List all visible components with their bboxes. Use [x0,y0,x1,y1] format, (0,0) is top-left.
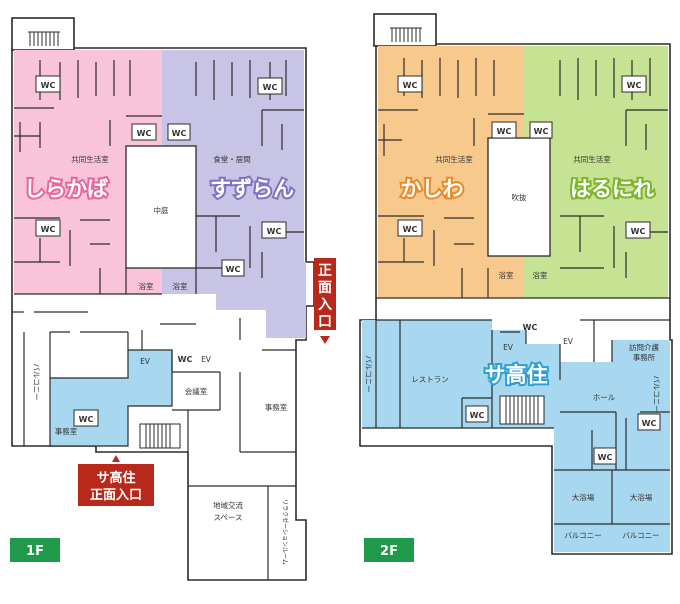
zone-suzuran-area [162,50,306,338]
room-bath-left: 浴室 [139,281,154,291]
wc-label: WC [79,415,94,424]
stair-top-1f [11,17,75,51]
wc-label: WC [631,227,646,236]
courtyard [125,145,197,269]
room-care-office-line2: 事務所 [633,352,656,362]
room-bath-right: 浴室 [533,270,548,280]
room-balcony: バルコニー [32,363,41,400]
wc-label: WC [497,127,512,136]
wc-label: WC [226,265,241,274]
ev-label: EV [140,357,151,366]
arrow-up-icon [112,455,120,462]
wc-label: WC [41,225,56,234]
room-common-living-right: 共同生活室 [573,154,611,164]
wc-label: WC [598,453,613,462]
room-care-office-line1: 訪問介護 [629,342,659,352]
main-entrance-char: 面 [318,280,332,296]
zone-label-suzuran: すずらん [210,177,294,201]
wc-label: WC [470,411,485,420]
stair-sakoju-1f [139,423,181,449]
ev-label: EV [201,355,212,364]
zone-label-sakoju: サ高住 [485,363,548,387]
room-big-bath-left: 大浴場 [572,492,595,502]
room-balcony-right: バルコニー [652,375,661,412]
wc-label: WC [172,129,187,138]
sakoju-entrance-line2: 正面入口 [90,488,142,503]
ev-label: EV [503,343,514,352]
wc-group-1f: WC WC WC WC WC WC WC WC [35,75,287,427]
floor-label-2f: 2F [380,544,398,559]
floor-tag-1f [10,538,60,562]
arrow-down-icon [320,336,330,344]
floor-label-1f: 1F [26,544,44,559]
zone-sakoju-2f [362,320,670,552]
room-balcony-bottom-right: バルコニー [622,531,659,540]
room-relaxation: リラクゼーションルーム [281,499,289,565]
zone-label-shirakaba: しらかば [24,177,108,201]
stair-top-2f [373,13,437,47]
room-balcony-left: バルコニー [364,355,373,392]
floor-tag-2f [364,538,414,562]
zone-label-harunire: はるにれ [570,177,654,201]
wc-label: WC [267,227,282,236]
room-community-line1: 地域交流 [213,500,243,510]
wc-label: WC [534,127,549,136]
wc-label: WC [137,129,152,138]
room-balcony-bottom-left: バルコニー [564,531,601,540]
zone-label-kashiwa: かしわ [401,177,464,201]
room-office: 事務室 [265,402,288,412]
ev-label: EV [563,337,574,346]
main-entrance-marker: 正 面 入 口 [314,258,336,344]
room-meeting: 会議室 [185,386,208,396]
room-office-sakoju: 事務室 [55,426,78,436]
wc-label: WC [642,419,657,428]
wc-label: WC [178,355,193,364]
wc-label: WC [403,81,418,90]
floor-1-plan: WC WC WC WC WC WC WC WC しらかば すずらん 共同生活室 … [10,17,336,581]
room-common-living: 共同生活室 [71,154,109,164]
stair-sakoju-2f [499,395,545,425]
main-entrance-char: 入 [318,297,332,313]
wc-label: WC [523,323,538,332]
sakoju-entrance-marker: サ高住 正面入口 [78,455,154,506]
main-entrance-char: 口 [318,314,332,330]
wc-label: WC [263,83,278,92]
room-bath-right: 浴室 [173,281,188,291]
room-big-bath-right: 大浴場 [630,492,653,502]
room-atrium: 吹抜 [512,192,527,202]
main-entrance-char: 正 [318,263,332,279]
room-courtyard: 中庭 [154,205,169,215]
wc-label: WC [403,225,418,234]
room-dining: 食堂・居間 [213,154,251,164]
atrium [487,137,551,257]
wc-label: WC [627,81,642,90]
room-common-living-left: 共同生活室 [435,154,473,164]
room-hall: ホール [593,393,616,402]
floor-2-plan: WC WC WC WC WC WC WC WC WC かしわ はるにれ サ高住 … [359,13,673,562]
room-restaurant: レストラン [411,375,449,384]
wc-label: WC [41,81,56,90]
room-bath-left: 浴室 [499,270,514,280]
wc-group-2f: WC WC WC WC WC WC WC WC WC [397,75,661,465]
sakoju-entrance-line1: サ高住 [96,470,135,486]
room-community-line2: スペース [213,513,242,522]
